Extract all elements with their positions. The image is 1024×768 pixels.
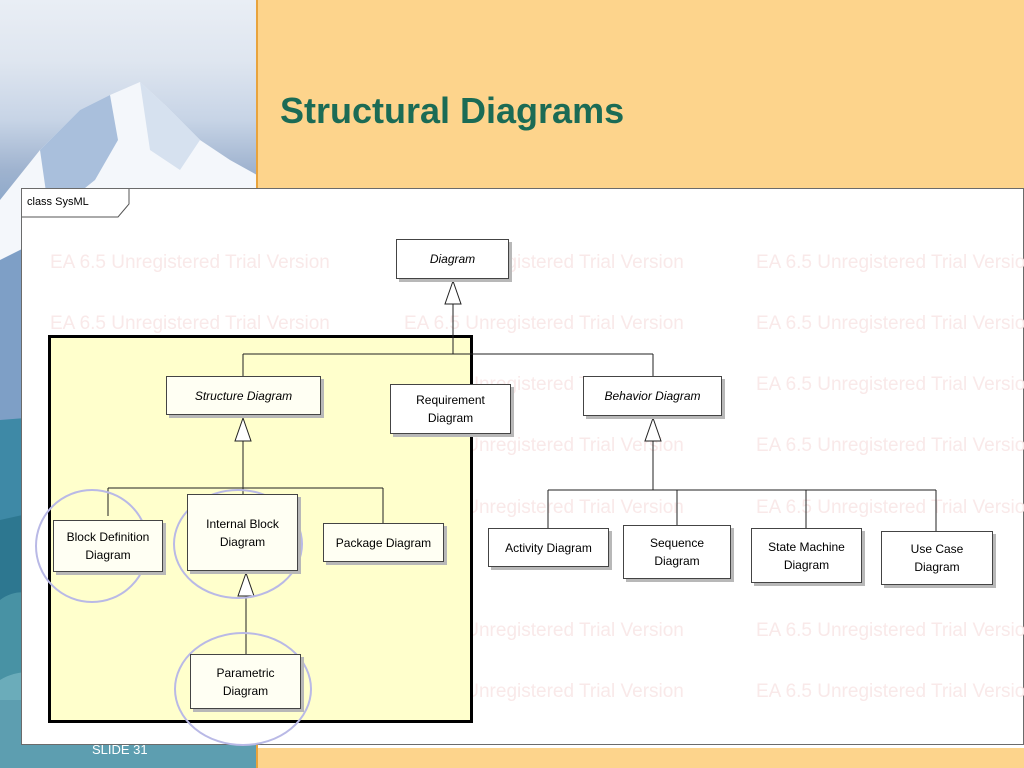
node-label: Structure Diagram — [194, 388, 293, 403]
diagram-node: Diagram — [396, 239, 509, 279]
highlight-circle — [173, 489, 303, 599]
package-diagram-node: Package Diagram — [323, 523, 444, 562]
use-case-diagram-node: Use Case Diagram — [881, 531, 993, 585]
requirement-diagram-node: Requirement Diagram — [390, 384, 511, 434]
generalization-arrowhead — [444, 279, 462, 305]
node-label: Internal Block Diagram — [206, 516, 279, 549]
frame-label: class SysML — [27, 196, 89, 208]
frame-label-tab — [22, 189, 130, 218]
generalization-connectors — [35, 279, 937, 746]
generalization-arrowhead — [234, 416, 252, 442]
generalization-arrowhead — [644, 416, 662, 442]
state-machine-diagram-node: State Machine Diagram — [751, 528, 862, 583]
node-label: Behavior Diagram — [604, 389, 701, 403]
generalization-arrowhead — [237, 571, 255, 597]
slide-number: SLIDE 31 — [92, 742, 148, 757]
parametric-diagram-node: Parametric Diagram — [190, 654, 301, 709]
footer-band — [258, 748, 1024, 768]
block-definition-diagram-node: Block Definition Diagram — [53, 520, 163, 572]
structure-diagram-node: Structure Diagram — [166, 376, 321, 415]
node-label: Use Case Diagram — [910, 542, 964, 574]
node-label: Diagram — [429, 252, 476, 266]
highlight-circle — [174, 632, 312, 746]
node-label: Sequence Diagram — [649, 536, 705, 568]
node-label: State Machine Diagram — [768, 539, 845, 572]
activity-diagram-node: Activity Diagram — [488, 528, 609, 567]
diagram-canvas: EA 6.5 Unregistered Trial Version EA 6.5… — [21, 188, 1024, 746]
node-label: Parametric Diagram — [216, 665, 275, 698]
slide-title: Structural Diagrams — [280, 90, 625, 131]
internal-block-diagram-node: Internal Block Diagram — [187, 494, 298, 571]
behavior-diagram-node: Behavior Diagram — [583, 376, 722, 416]
node-label: Activity Diagram — [505, 540, 592, 555]
title-band — [258, 0, 1024, 188]
node-label: Requirement Diagram — [416, 393, 485, 425]
node-label: Block Definition Diagram — [66, 530, 150, 562]
sequence-diagram-node: Sequence Diagram — [623, 525, 731, 579]
node-label: Package Diagram — [335, 535, 432, 550]
